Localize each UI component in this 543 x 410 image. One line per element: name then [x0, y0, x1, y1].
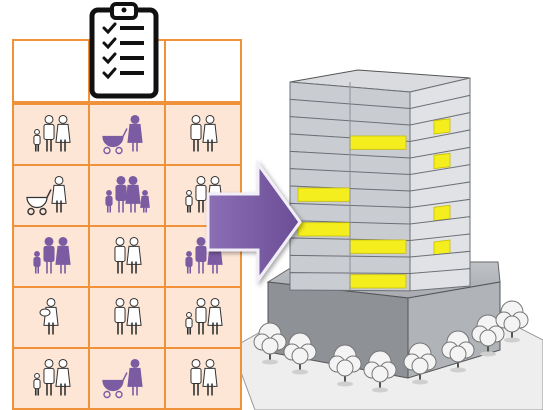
occupied-floor-highlight [433, 204, 451, 222]
checklist-clipboard-icon [89, 2, 159, 99]
tower-front-facade [289, 81, 411, 292]
tower-side-facade [409, 77, 471, 292]
family-two-children-icon [105, 176, 150, 213]
grid-cell [12, 164, 90, 227]
grid-cell [12, 347, 90, 410]
tree-icon [363, 350, 397, 393]
occupied-floor-highlight [297, 222, 351, 237]
trees [253, 300, 529, 393]
grid-cell [88, 286, 166, 349]
occupied-floor-highlight [433, 118, 451, 135]
tree-icon [441, 330, 475, 373]
grid-cell [164, 103, 242, 166]
grid-cell [88, 225, 166, 288]
parent-with-baby-icon [39, 298, 59, 335]
occupied-floor-highlight [433, 152, 451, 170]
parent-stroller-icon [102, 359, 143, 399]
parent-stroller-icon [102, 115, 143, 155]
couple-icon [114, 298, 142, 335]
grid-cell [12, 286, 90, 349]
parent-stroller-icon [26, 176, 67, 216]
floor-band-side [409, 268, 471, 292]
grid-cell [12, 103, 90, 166]
occupied-floor-highlight [349, 135, 407, 150]
grid-cell [88, 103, 166, 166]
apartment-building-icon [231, 69, 543, 410]
grid-cell [88, 347, 166, 410]
couple-icon [190, 359, 218, 396]
check-mark-icon [102, 67, 117, 80]
grid-cell [164, 347, 242, 410]
grid-cell [12, 225, 90, 288]
family-couple-child-icon [33, 237, 71, 274]
tree-icon [328, 344, 362, 387]
family-couple-child-icon [33, 359, 71, 396]
grid-cell [164, 286, 242, 349]
check-mark-icon [102, 22, 117, 35]
occupied-floor-highlight [349, 239, 407, 254]
tree-icon [471, 314, 505, 357]
grid-cell [88, 164, 166, 227]
tree-icon [495, 300, 529, 343]
right-arrow-icon [206, 159, 302, 285]
tree-icon [283, 332, 317, 375]
occupied-floor-highlight [349, 274, 407, 289]
grid-header-cell [164, 39, 242, 103]
check-mark-icon [102, 52, 117, 65]
couple-icon [114, 237, 142, 274]
check-mark-icon [102, 37, 117, 50]
family-couple-child-icon [185, 298, 223, 335]
tree-icon [403, 342, 437, 385]
checklist-lines [102, 22, 144, 80]
grid-header-cell [12, 39, 90, 103]
couple-icon [190, 115, 218, 152]
family-couple-child-icon [33, 115, 71, 152]
occupied-floor-highlight [297, 187, 351, 202]
tree-icon [253, 322, 287, 365]
